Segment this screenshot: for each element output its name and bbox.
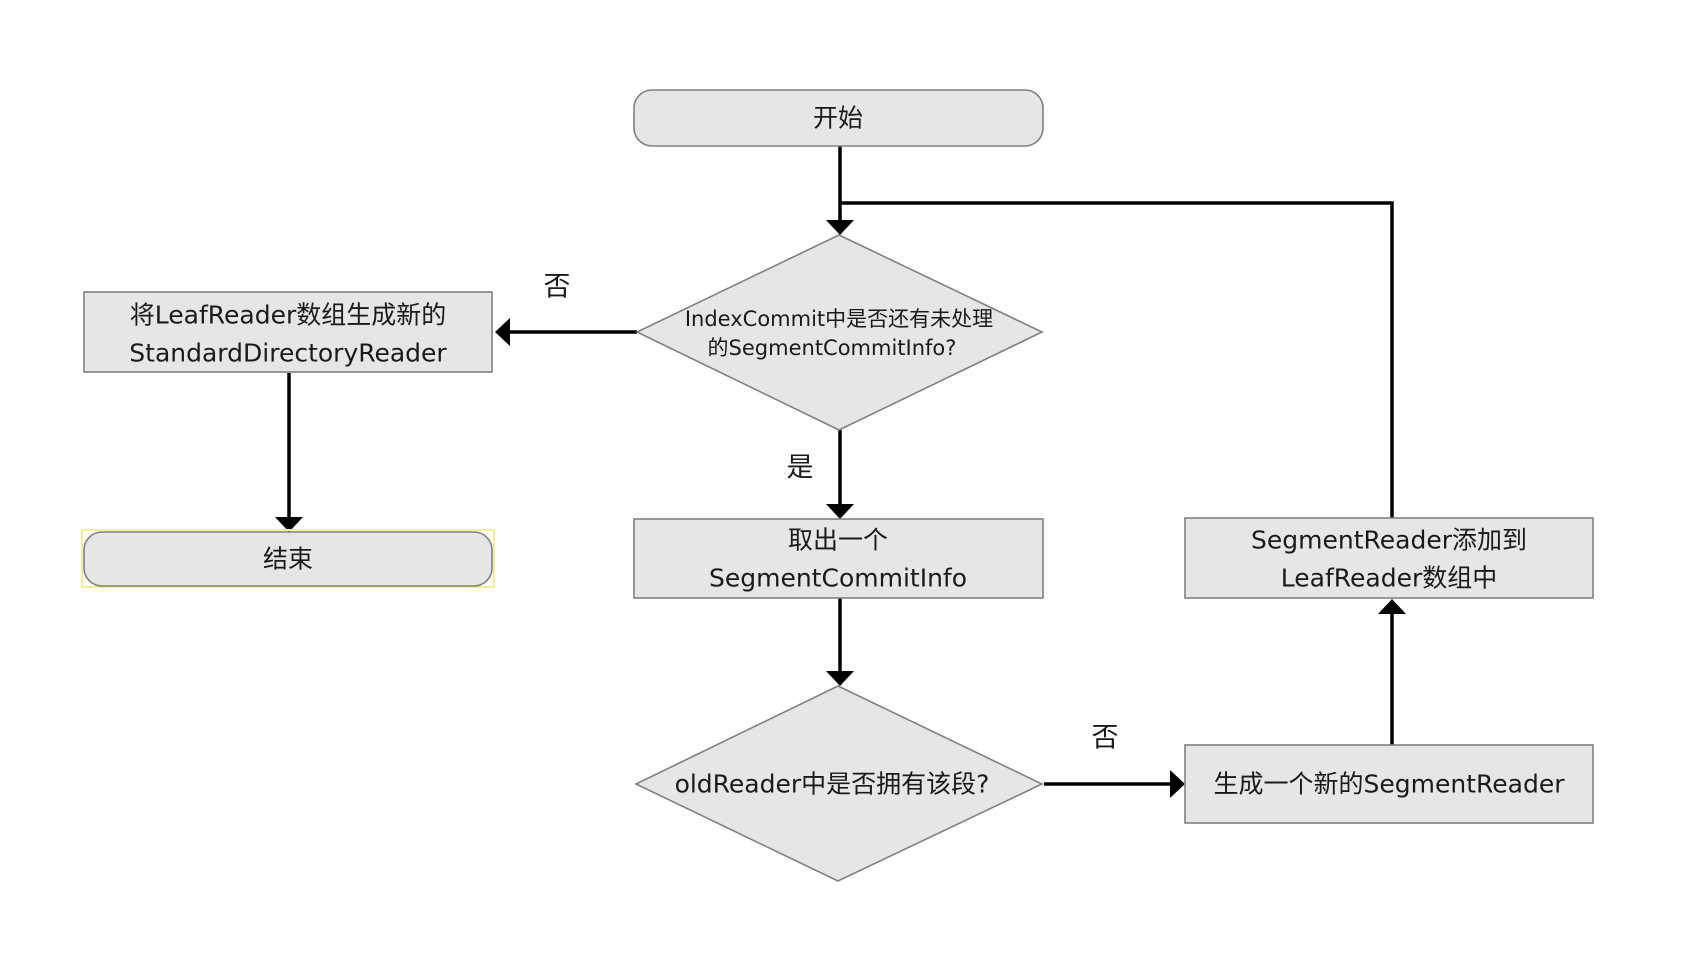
arrow-head [1170,770,1185,798]
new-segment-reader-node: 生成一个新的SegmentReader [1184,744,1594,824]
edge-label-no-segment: 否 [1092,723,1119,754]
take-one-line1: 取出一个 [788,526,888,555]
decision-remaining-line2: 的SegmentCommitInfo? [708,336,957,360]
end-label: 结束 [263,545,313,574]
decision-has-segment-node: oldReader中是否拥有该段? [634,685,1044,882]
decision-has-segment-label: oldReader中是否拥有该段? [675,770,990,799]
start-label: 开始 [813,104,863,133]
edge-loop-back [840,201,1394,518]
build-reader-line1: 将LeafReader数组生成新的 [130,301,446,330]
add-to-array-line1: SegmentReader添加到 [1251,526,1527,555]
take-one-node: 取出一个 SegmentCommitInfo [633,518,1044,599]
arrow-head [1378,599,1406,614]
decision-remaining-node: IndexCommit中是否还有未处理 的SegmentCommitInfo? [635,234,1044,431]
edge-label-no-remaining: 否 [544,272,571,303]
end-node: 结束 [81,529,495,588]
arrow-head [826,220,854,235]
decision-remaining-line1: IndexCommit中是否还有未处理 [685,307,993,331]
take-one-line2: SegmentCommitInfo [709,564,967,593]
build-reader-line2: StandardDirectoryReader [129,339,447,368]
add-to-array-node: SegmentReader添加到 LeafReader数组中 [1184,517,1594,599]
arrow-head [275,517,303,532]
selection-highlight [81,529,495,588]
edge-label-yes-remaining: 是 [787,453,814,484]
arrow-head [826,504,854,519]
new-segment-reader-label: 生成一个新的SegmentReader [1214,770,1566,799]
add-to-array-line2: LeafReader数组中 [1281,564,1497,593]
build-reader-node: 将LeafReader数组生成新的 StandardDirectoryReade… [83,291,493,373]
arrow-head [826,671,854,686]
start-node: 开始 [633,89,1044,147]
arrow-head [495,318,510,346]
